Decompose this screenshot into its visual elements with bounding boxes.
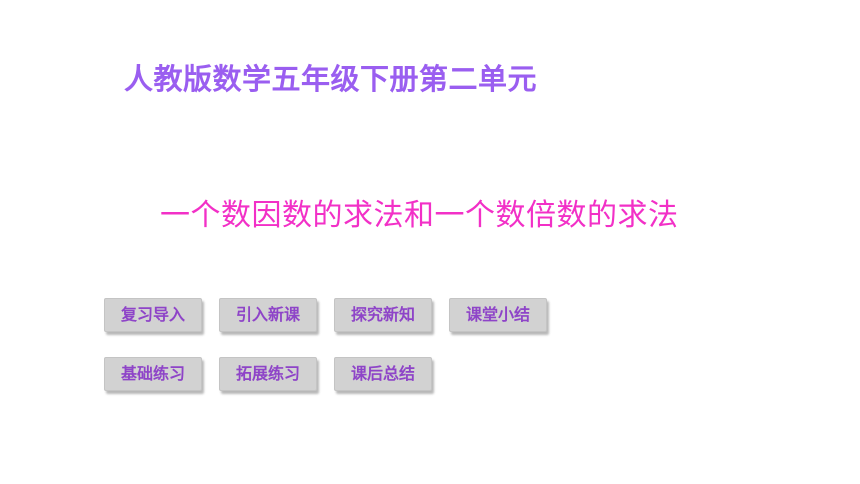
review-intro-button[interactable]: 复习导入 <box>104 298 202 332</box>
unit-title: 人教版数学五年级下册第二单元 <box>124 62 538 96</box>
class-summary-button[interactable]: 课堂小结 <box>449 298 547 332</box>
lesson-title: 一个数因数的求法和一个数倍数的求法 <box>160 198 679 233</box>
basic-practice-button[interactable]: 基础练习 <box>104 357 202 391</box>
explore-new-knowledge-button[interactable]: 探究新知 <box>334 298 432 332</box>
extended-practice-button[interactable]: 拓展练习 <box>219 357 317 391</box>
after-class-summary-button[interactable]: 课后总结 <box>334 357 432 391</box>
new-lesson-intro-button[interactable]: 引入新课 <box>219 298 317 332</box>
